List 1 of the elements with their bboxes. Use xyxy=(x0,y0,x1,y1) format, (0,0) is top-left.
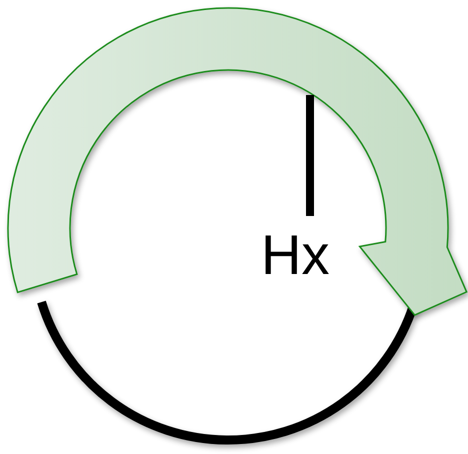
axis-label: Hx xyxy=(261,227,330,283)
